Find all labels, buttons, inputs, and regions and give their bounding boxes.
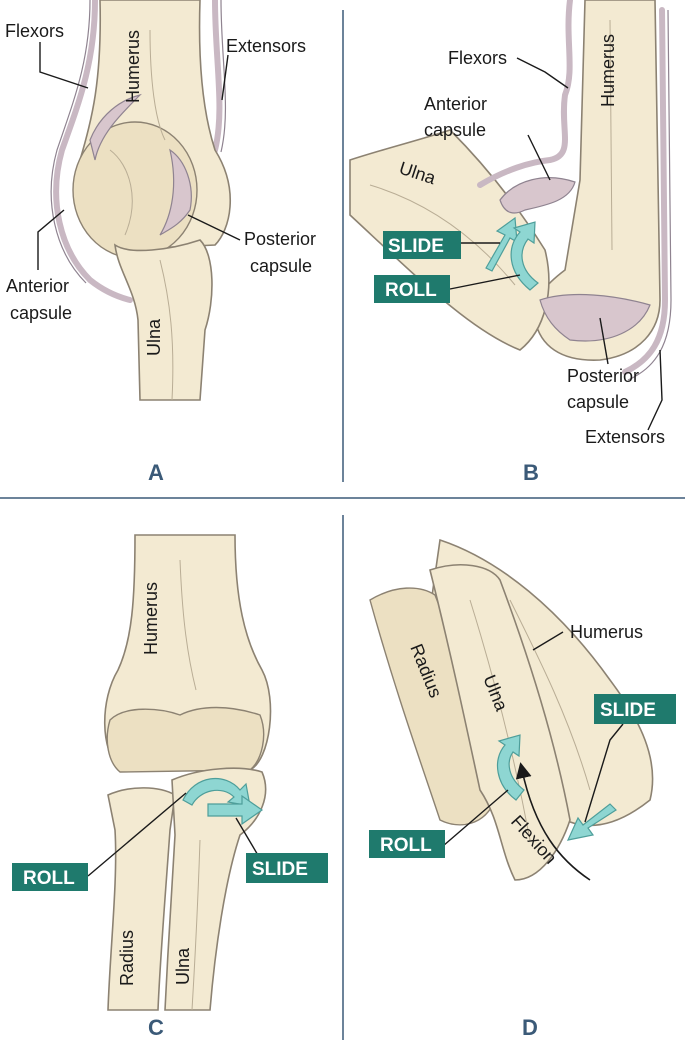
roll-tag-d-text: ROLL [380, 835, 432, 856]
panel-d: Humerus Radius Ulna SLIDE ROLL Flexion D [369, 538, 676, 1040]
panel-a: Flexors Humerus Extensors Posterior caps… [5, 0, 316, 485]
ulna-bone-c [164, 767, 267, 1011]
label-anterior-capsule-a-1: Anterior [6, 276, 69, 296]
panel-letter-c: C [148, 1015, 164, 1040]
roll-tag-c: ROLL [12, 863, 88, 891]
label-posterior-capsule-b-1: Posterior [567, 366, 639, 386]
label-posterior-capsule-a-2: capsule [250, 256, 312, 276]
label-anterior-capsule-b-1: Anterior [424, 94, 487, 114]
roll-tag-c-text: ROLL [23, 868, 75, 889]
roll-tag-b: ROLL [374, 275, 450, 303]
extensors-tendon-b [622, 7, 669, 375]
roll-tag-b-box [374, 275, 450, 303]
label-extensors-a: Extensors [226, 36, 306, 56]
label-humerus-c: Humerus [141, 582, 161, 655]
roll-tag-d: ROLL [369, 830, 445, 858]
label-ulna-c: Ulna [173, 947, 193, 985]
posterior-capsule-a [159, 148, 192, 236]
panel-letter-b: B [523, 460, 539, 485]
ulna-bone-d [429, 564, 571, 881]
roll-tag-c-box [12, 863, 88, 891]
label-humerus-a: Humerus [123, 30, 143, 103]
roll-tag-b-text: ROLL [385, 280, 437, 301]
slide-arrow-d [566, 803, 617, 841]
label-anterior-capsule-a-2: capsule [10, 303, 72, 323]
slide-tag-d-box [594, 694, 676, 724]
flexors-tendon-a [53, 0, 133, 303]
label-humerus-d: Humerus [570, 622, 643, 642]
roll-arrow-c [182, 777, 251, 807]
slide-tag-d-text: SLIDE [600, 700, 656, 721]
anterior-capsule-b [499, 177, 576, 214]
slide-arrow-c [207, 794, 264, 826]
radius-bone-c [107, 787, 176, 1011]
panel-c: Humerus ROLL SLIDE Radius Ulna C [12, 534, 328, 1040]
panel-b: Flexors Humerus Anterior capsule Ulna SL… [349, 0, 672, 485]
slide-tag-b-box [383, 231, 461, 259]
label-humerus-b: Humerus [598, 34, 618, 107]
label-radius-c: Radius [117, 930, 137, 986]
label-ulna-a: Ulna [144, 318, 164, 356]
label-posterior-capsule-a-1: Posterior [244, 229, 316, 249]
slide-tag-c-box [246, 853, 328, 883]
panel-letter-d: D [522, 1015, 538, 1040]
label-flexors-a: Flexors [5, 21, 64, 41]
slide-tag-b-text: SLIDE [388, 236, 444, 257]
roll-arrow-b [510, 221, 539, 291]
roll-arrow-d [497, 734, 525, 801]
label-anterior-capsule-b-2: capsule [424, 120, 486, 140]
label-extensors-b: Extensors [585, 427, 665, 447]
ulna-bone-a [113, 239, 213, 401]
humeral-condyles-c [106, 706, 265, 773]
label-posterior-capsule-b-2: capsule [567, 392, 629, 412]
slide-tag-c-text: SLIDE [252, 859, 308, 880]
roll-tag-d-box [369, 830, 445, 858]
slide-tag-c: SLIDE [246, 853, 328, 883]
flexion-arrow [515, 762, 591, 881]
label-flexors-b: Flexors [448, 48, 507, 68]
flexors-tendon-b [477, 0, 573, 188]
posterior-capsule-b [539, 293, 651, 342]
slide-tag-d: SLIDE [594, 694, 676, 724]
slide-tag-b: SLIDE [383, 231, 461, 259]
anterior-capsule-a-top [89, 93, 142, 161]
panel-letter-a: A [148, 460, 164, 485]
